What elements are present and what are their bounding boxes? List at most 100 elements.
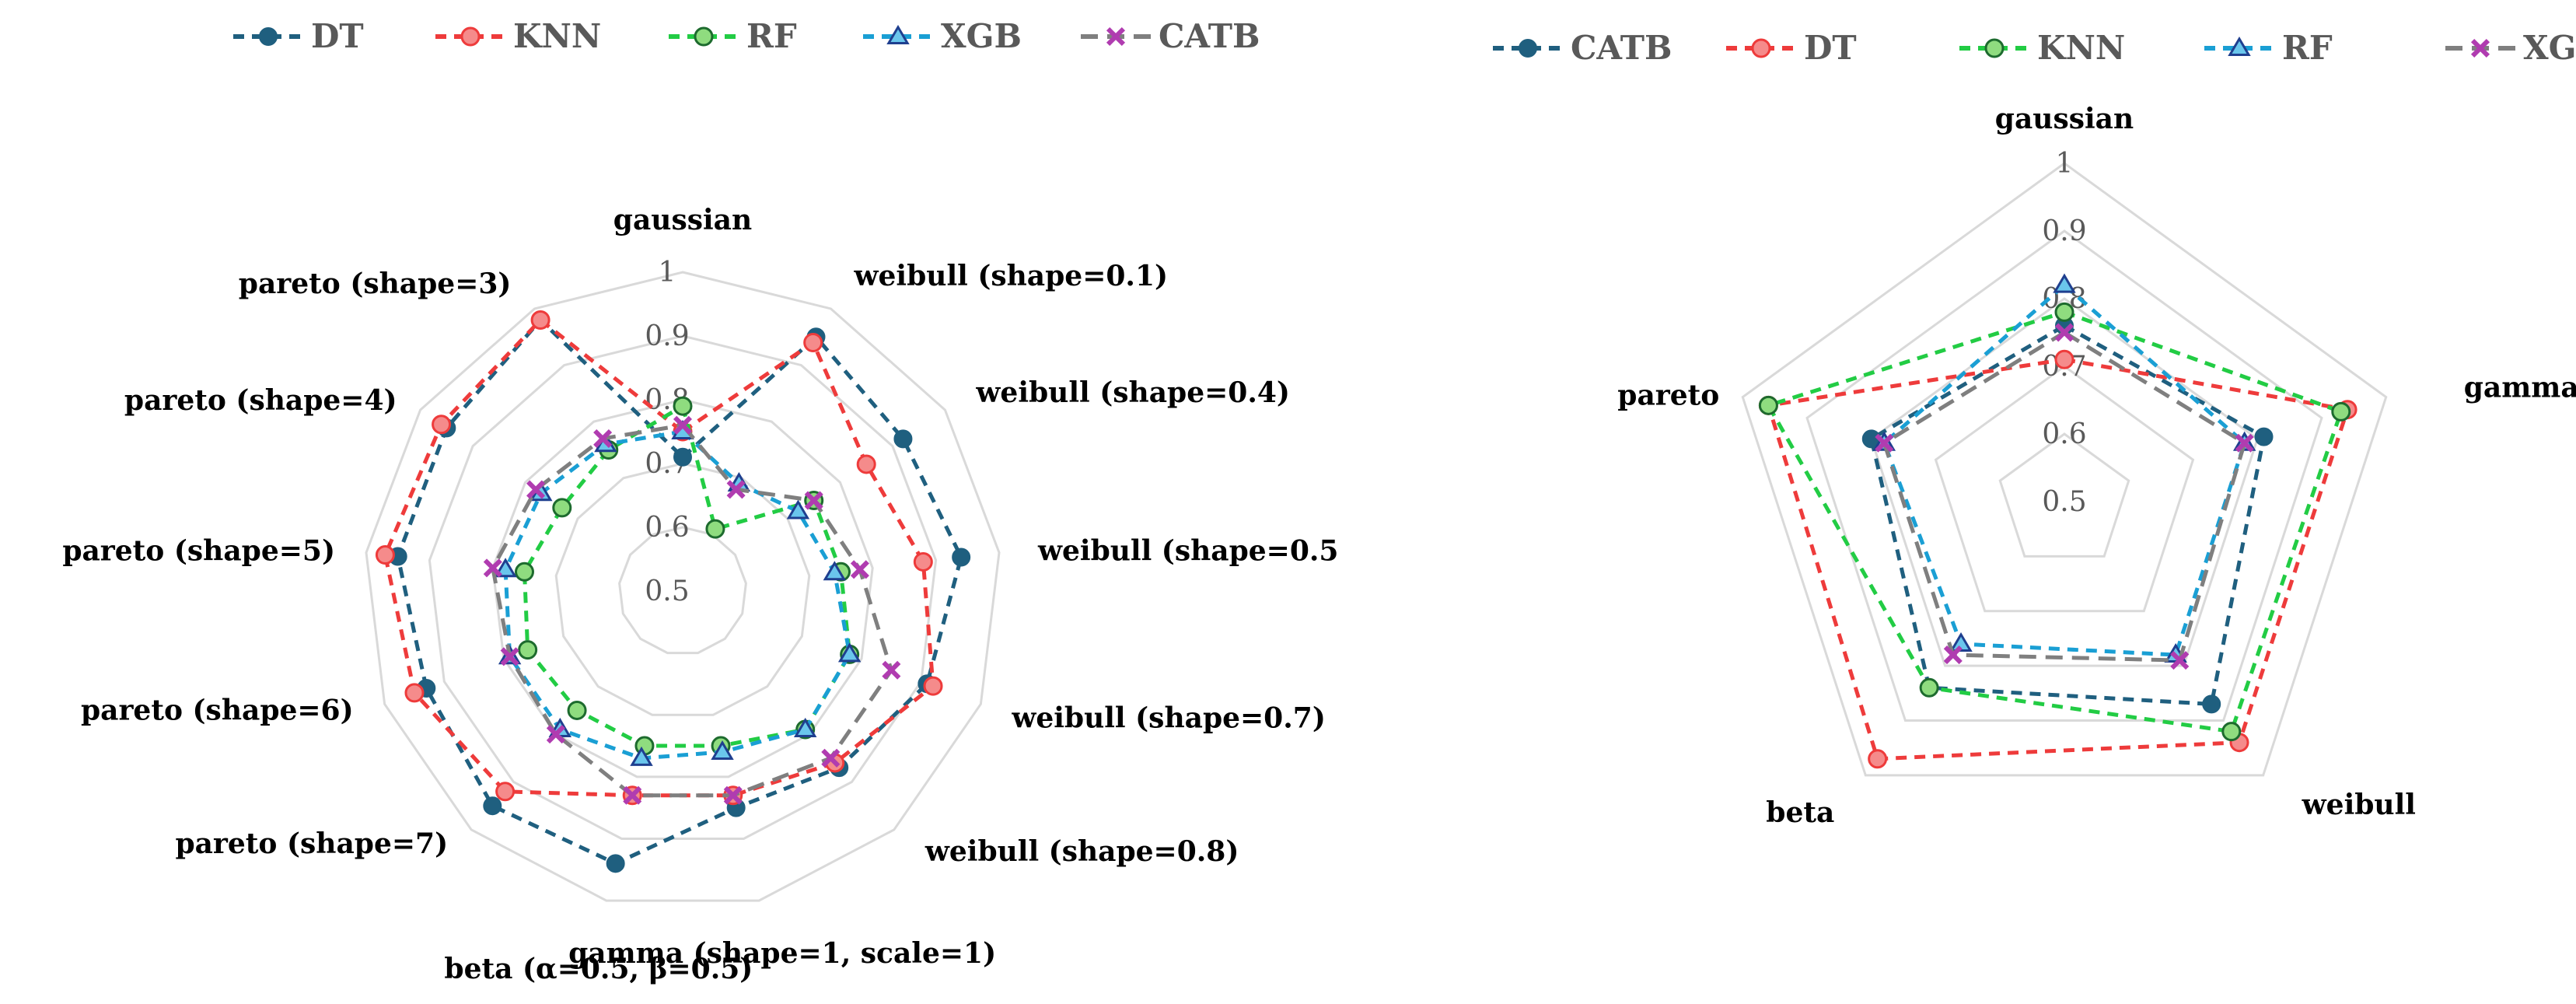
series-line-knn	[1766, 310, 2344, 734]
legend-marker	[1751, 38, 1771, 58]
legend-marker	[694, 26, 714, 47]
series-line-dt	[396, 317, 963, 866]
category-labels: gaussian gamma weibull beta pareto	[1617, 103, 2576, 829]
data-point-catb-pareto-shape-3	[593, 429, 613, 448]
data-point-xgb-gamma-shape-1-scale-1	[711, 740, 734, 760]
grid-ring	[1998, 432, 2130, 558]
legend-label: XGB	[941, 17, 1022, 55]
data-point-catb-pareto-shape-5	[483, 558, 502, 578]
data-point-xgb-beta	[1943, 645, 1963, 665]
tick-label: 0.5	[2042, 486, 2086, 518]
legend-marker	[460, 26, 481, 47]
category-label-pareto: pareto	[1617, 380, 1719, 412]
grid-ring	[1805, 229, 2323, 722]
category-label-weibull-shape-0-8: weibull (shape=0.8)	[924, 835, 1239, 868]
data-point-knn-gaussian	[2054, 302, 2074, 322]
series-line-catb	[491, 423, 893, 798]
tick-label: 0.6	[2042, 418, 2086, 450]
data-point-rf-pareto-shape-7	[567, 700, 587, 720]
legend-item-dt: DT	[233, 17, 364, 55]
data-point-rf-gaussian	[2053, 273, 2076, 293]
grid-ring	[1870, 297, 2259, 667]
data-point-knn-pareto-shape-5	[375, 545, 395, 565]
grid-ring	[491, 398, 874, 778]
data-point-knn-weibull	[2221, 722, 2242, 742]
legend-item-catb: CATB	[1493, 29, 1672, 67]
legend-marker	[1519, 39, 1537, 58]
grid-ring	[1934, 365, 2195, 613]
data-point-knn-pareto	[1758, 395, 1778, 415]
legend: CATBDTKNNRFXGB	[1493, 29, 2576, 67]
legend-item-dt: DT	[1726, 29, 1857, 67]
series-line-dt	[1766, 357, 2350, 761]
grid-ring	[618, 526, 747, 655]
legend-label: RF	[2282, 29, 2333, 67]
data-point-catb-weibull-shape-0-1	[726, 480, 746, 499]
data-point-knn-pareto-shape-7	[495, 782, 516, 802]
category-label-pareto-shape-6: pareto (shape=6)	[81, 694, 354, 726]
data-point-xgb-weibull	[2170, 651, 2190, 670]
category-label-weibull: weibull	[2302, 789, 2416, 821]
data-point-catb-weibull-shape-0-5	[850, 560, 869, 579]
data-point-catb-weibull	[2202, 694, 2221, 714]
data-point-knn-beta	[1919, 677, 1939, 698]
category-label-pareto-shape-7: pareto (shape=7)	[175, 827, 448, 860]
series-line-rf	[1882, 283, 2247, 657]
data-point-xgb-pareto	[1875, 433, 1894, 453]
data-point-catb-gamma-shape-1-scale-1	[723, 785, 743, 805]
category-label-weibull-shape-0-5: weibull (shape=0.5	[1037, 535, 1338, 568]
category-label-gamma-shape-1-scale-1: gamma (shape=1, scale=1)	[568, 937, 996, 970]
data-point-knn-pareto-shape-3	[530, 310, 551, 330]
category-label-gamma: gamma	[2464, 372, 2576, 404]
tick-label: 1	[659, 257, 676, 289]
grid-ring	[428, 334, 938, 840]
data-point-catb-pareto-shape-7	[546, 725, 565, 744]
legend-label: CATB	[1571, 29, 1672, 67]
legend-marker	[2228, 36, 2251, 56]
legend-label: RF	[746, 17, 797, 55]
category-label-pareto-shape-3: pareto (shape=3)	[239, 268, 512, 300]
category-label-beta: beta	[1766, 796, 1834, 829]
tick-label: 0.9	[2042, 215, 2086, 247]
legend-label: KNN	[513, 17, 601, 55]
data-point-xgb-beta-0-5-0-5	[630, 746, 653, 766]
legend-marker	[259, 27, 278, 46]
data-point-rf-pareto-shape-6	[518, 640, 538, 660]
legend-label: DT	[311, 17, 364, 55]
data-point-knn-pareto-shape-4	[432, 415, 452, 435]
data-point-knn-gamma	[2331, 401, 2351, 422]
data-point-xgb-weibull-shape-0-5	[823, 561, 847, 581]
category-label-beta-0-5-0-5: beta (α=0.5, β=0.5)	[444, 953, 753, 985]
data-point-xgb-gaussian	[2054, 323, 2074, 342]
legend-marker	[886, 24, 910, 44]
category-label-gaussian: gaussian	[613, 204, 752, 236]
category-label-pareto-shape-5: pareto (shape=5)	[62, 535, 335, 568]
radar-grid	[365, 271, 1001, 902]
data-point-catb-gaussian	[673, 415, 693, 435]
category-label-gaussian: gaussian	[1995, 103, 2134, 135]
data-point-xgb-weibull-shape-0-7	[837, 642, 862, 663]
category-label-weibull-shape-0-4: weibull (shape=0.4)	[975, 376, 1290, 409]
series-knn	[1758, 302, 2351, 742]
legend-marker	[2470, 38, 2490, 58]
data-point-dt-gaussian	[673, 447, 692, 467]
legend-item-xgb: XGB	[863, 17, 1022, 55]
grid-ring	[365, 271, 1001, 902]
legend-marker	[1984, 38, 2005, 58]
data-point-dt-beta	[1868, 749, 1888, 769]
category-label-pareto-shape-4: pareto (shape=4)	[124, 384, 397, 417]
series-line-catb	[1869, 324, 2266, 706]
data-point-catb-pareto-shape-6	[500, 647, 519, 666]
legend-item-xgb: XGB	[2445, 29, 2576, 67]
data-point-knn-weibull-shape-0-7	[923, 676, 943, 696]
data-point-dt-weibull-shape-0-5	[952, 547, 971, 567]
data-point-rf-gaussian	[673, 396, 693, 416]
data-point-xgb-gamma	[2235, 433, 2254, 453]
grid-ring	[1741, 162, 2388, 777]
series-line-xgb	[503, 429, 852, 761]
series-xgb	[1875, 323, 2254, 670]
data-point-catb-weibull-shape-0-7	[882, 660, 901, 680]
